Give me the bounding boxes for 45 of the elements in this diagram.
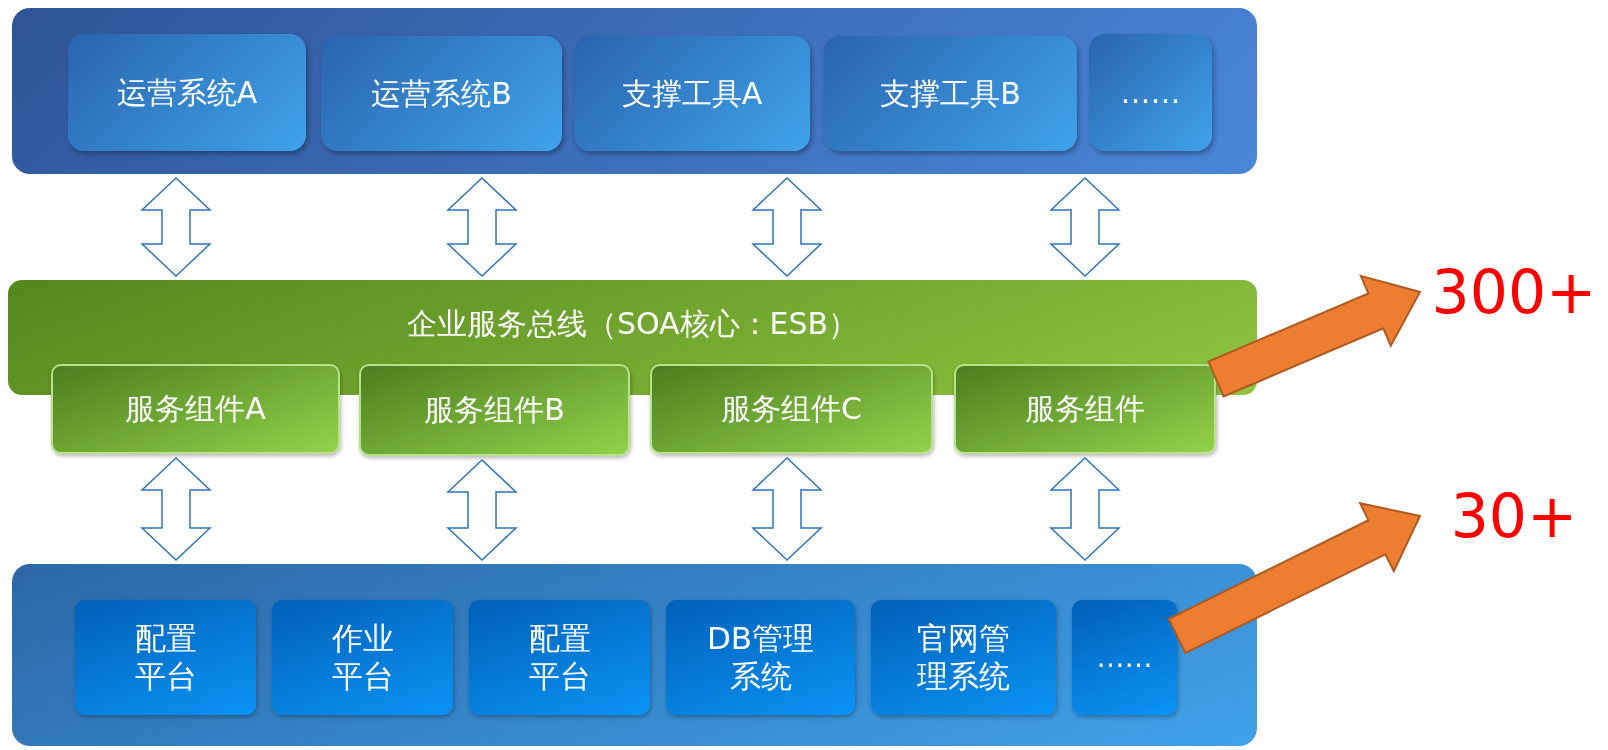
box-label: 作业平台 <box>330 620 395 695</box>
layer-panel <box>12 8 1257 174</box>
box-label: 支撑工具B <box>880 75 1021 112</box>
platform-box <box>666 600 855 715</box>
double-arrow <box>751 456 823 562</box>
component-box <box>650 364 933 454</box>
system-box <box>574 36 810 151</box>
growth-arrow <box>1207 274 1422 398</box>
double-arrow <box>1049 456 1121 562</box>
layer-panel <box>12 564 1257 746</box>
box-label: DB管理系统 <box>706 620 815 695</box>
box-label: 配置平台 <box>133 620 198 695</box>
box-label: …… <box>1120 74 1181 111</box>
double-arrow <box>446 176 518 278</box>
platform-box <box>469 600 650 715</box>
box-label: 服务组件B <box>424 392 565 428</box>
double-arrow <box>446 458 518 562</box>
component-box <box>954 364 1216 454</box>
box-label: 运营系统B <box>371 75 512 112</box>
count-text: 30+ <box>1450 480 1578 552</box>
box-label: 支撑工具A <box>621 75 763 112</box>
box-label: 服务组件A <box>125 391 266 427</box>
double-arrow <box>140 176 212 278</box>
double-arrow <box>751 176 823 278</box>
system-box <box>824 36 1077 151</box>
platform-box <box>75 600 256 715</box>
component-box <box>51 364 340 454</box>
system-box <box>321 36 562 151</box>
system-box <box>1089 34 1212 151</box>
system-box <box>68 34 306 151</box>
box-label: …… <box>1096 640 1153 675</box>
platform-box <box>871 600 1056 715</box>
box-label: 官网管理系统 <box>916 620 1011 695</box>
box-label: 服务组件C <box>721 391 862 427</box>
component-box <box>359 364 630 456</box>
box-label: 企业服务总线（SOA核心：ESB） <box>406 305 859 342</box>
growth-arrow <box>1167 501 1422 655</box>
box-label: 配置平台 <box>527 620 592 695</box>
box-label: 服务组件 <box>1025 391 1145 427</box>
platform-box <box>1072 600 1177 715</box>
count-text: 300+ <box>1431 256 1597 328</box>
box-label: 运营系统A <box>116 74 258 111</box>
double-arrow <box>140 456 212 562</box>
double-arrow <box>1049 176 1121 278</box>
platform-box <box>272 600 453 715</box>
